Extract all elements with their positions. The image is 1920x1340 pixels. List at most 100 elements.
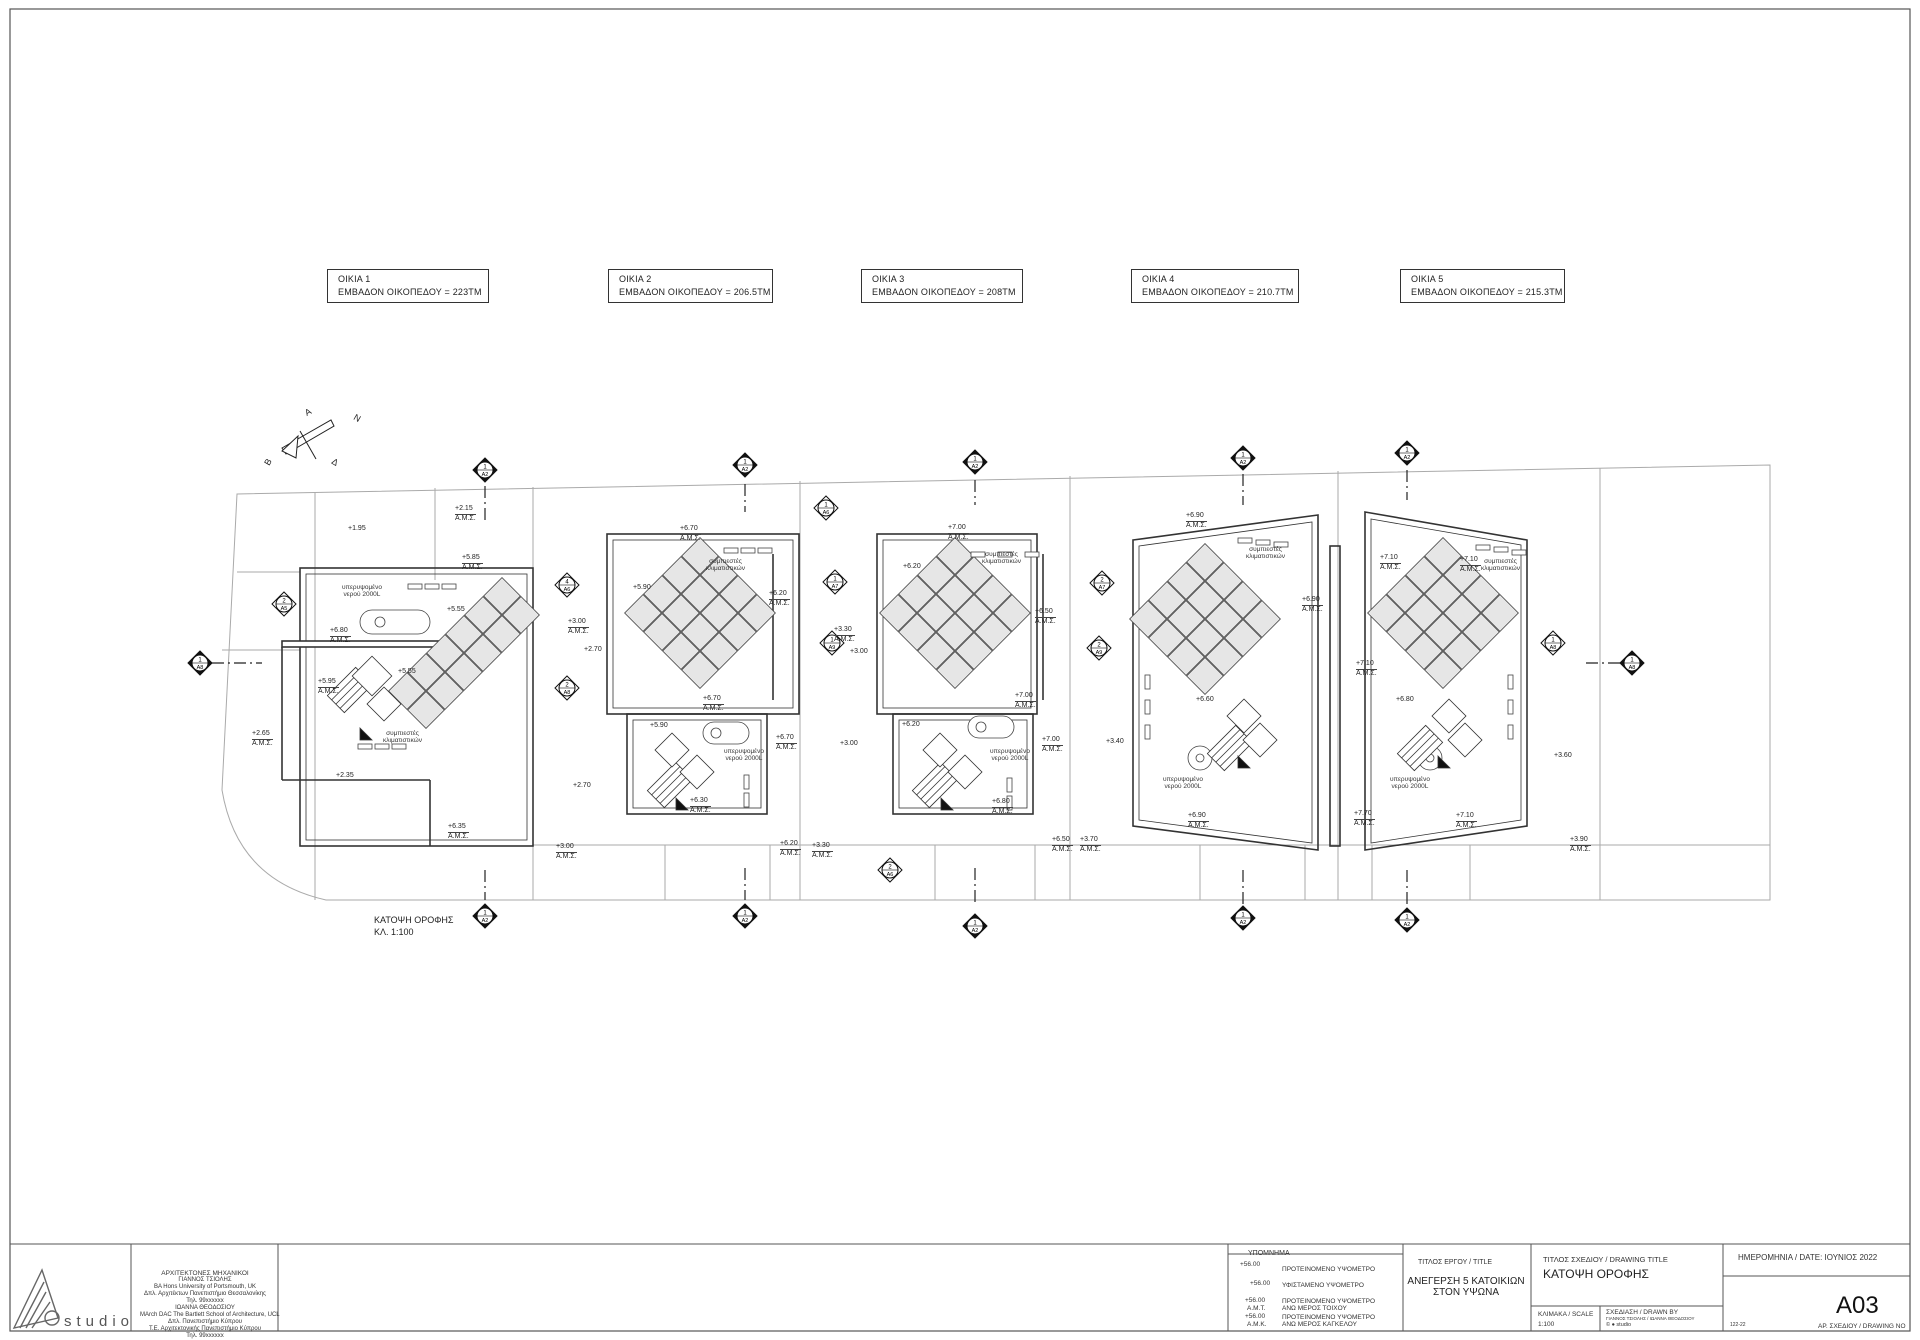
- plot-name: ΟΙΚΙΑ 2: [619, 274, 652, 284]
- solar-panel: [1186, 657, 1224, 695]
- section-marker-ref: A2: [482, 472, 489, 478]
- section-marker: 1A8: [1540, 630, 1566, 656]
- plan-scale: ΚΛ. 1:100: [374, 927, 414, 937]
- scale-value: 1:100: [1538, 1321, 1555, 1328]
- solar-panel: [700, 632, 738, 670]
- section-marker-number: 1: [743, 911, 747, 917]
- level-amt-tag: Α.Μ.Σ.: [680, 534, 701, 542]
- solar-panel: [1424, 537, 1462, 575]
- title-block-lines: [10, 1243, 1910, 1331]
- section-marker: 4A6: [554, 572, 580, 598]
- solar-panel: [662, 556, 700, 594]
- section-marker-ref: A8: [564, 690, 571, 696]
- section-marker-ref: A2: [1240, 920, 1247, 926]
- architects-line: Τ.Ε. Αρχιτεκτονικής Πανεπιστήμιο Κύπρου: [148, 1326, 262, 1332]
- section-marker-number: 4: [565, 580, 569, 586]
- level-value: +6.90: [1186, 512, 1204, 519]
- section-marker: 2A6: [877, 857, 903, 883]
- level-amt-tag: Α.Μ.Σ.: [1456, 821, 1477, 829]
- level-value: +3.00: [840, 740, 858, 747]
- reference-code: 122-22: [1730, 1322, 1746, 1328]
- level-amt-tag: Α.Μ.Σ.: [1570, 845, 1591, 853]
- solar-panel: [955, 632, 993, 670]
- section-marker: 2A5: [271, 591, 297, 617]
- plot-label-5: ΟΙΚΙΑ 5 ΕΜΒΑΔΟΝ ΟΙΚΟΠΕΔΟΥ = 215.3ΤΜ: [1400, 269, 1565, 303]
- note-ac-compressors: συμπιεστές κλιματιστικών: [1481, 558, 1520, 572]
- plot-area: ΕΜΒΑΔΟΝ ΟΙΚΟΠΕΔΟΥ = 206.5ΤΜ: [619, 287, 771, 297]
- solar-panel: [700, 556, 738, 594]
- solar-panel: [681, 613, 719, 651]
- section-marker-ref: A9: [829, 645, 836, 651]
- solar-panel: [464, 596, 502, 634]
- solar-panel: [464, 634, 502, 672]
- ac-units: [357, 537, 1527, 811]
- section-marker: 1A2: [472, 457, 498, 483]
- level-value: +7.10: [1380, 554, 1398, 561]
- legend-symbol-amt: Α.Μ.Τ.: [1247, 1305, 1266, 1312]
- level-annotation: +2.35: [336, 772, 354, 780]
- water-tanks: [359, 609, 1443, 771]
- solar-panel: [1405, 556, 1443, 594]
- section-marker-ref: A2: [482, 918, 489, 924]
- architects-line: Δπλ. Πανεπιστήμιο Κύπρου: [167, 1319, 243, 1325]
- section-marker-ref: A8: [1550, 645, 1557, 651]
- solar-panel: [1205, 600, 1243, 638]
- house-1-roof: [281, 567, 534, 847]
- plot-label-4: ΟΙΚΙΑ 4 ΕΜΒΑΔΟΝ ΟΙΚΟΠΕΔΟΥ = 210.7ΤΜ: [1131, 269, 1299, 303]
- level-amt-tag: Α.Μ.Σ.: [948, 533, 969, 541]
- section-marker-number: 1: [830, 638, 834, 644]
- section-marker-ref: A8: [197, 665, 204, 671]
- plan-caption: ΚΑΤΟΨΗ ΟΡΟΦΗΣ ΚΛ. 1:100: [374, 914, 453, 938]
- section-marker-number: 1: [973, 457, 977, 463]
- solar-panel: [662, 632, 700, 670]
- level-value: +2.15: [455, 505, 473, 512]
- level-amt-tag: Α.Μ.Σ.: [568, 627, 589, 635]
- level-annotation: +6.60: [1196, 696, 1214, 704]
- solar-panel: [1205, 562, 1243, 600]
- solar-panel: [1386, 575, 1424, 613]
- solar-panel: [1148, 581, 1186, 619]
- solar-panel: [1386, 613, 1424, 651]
- architects-line: ΓΙΑΝΝΟΣ ΤΣΙΟΛΗΣ: [178, 1277, 232, 1283]
- plot-name: ΟΙΚΙΑ 4: [1142, 274, 1175, 284]
- house-4-roof: [1132, 514, 1319, 851]
- stair-units: [326, 655, 1483, 811]
- solar-panel: [1129, 600, 1167, 638]
- section-marker-number: 1: [824, 503, 828, 509]
- level-amt-tag: Α.Μ.Σ.: [1460, 565, 1481, 573]
- level-value: +6.80: [330, 627, 348, 634]
- legend-symbol: +56.00: [1240, 1261, 1261, 1268]
- section-marker-number: 1: [743, 460, 747, 466]
- section-marker-ref: A2: [742, 918, 749, 924]
- section-marker: 1A9: [819, 630, 845, 656]
- level-value: +7.00: [948, 524, 966, 531]
- solar-panel: [955, 594, 993, 632]
- level-amt-tag: Α.Μ.Σ.: [1186, 521, 1207, 529]
- section-marker-number: 1: [198, 658, 202, 664]
- drawing-title: ΚΑΤΟΨΗ ΟΡΟΦΗΣ: [1543, 1267, 1649, 1281]
- section-marker-ref: A6: [823, 510, 830, 516]
- section-marker: 1A7: [822, 569, 848, 595]
- level-value: +6.20: [902, 721, 920, 728]
- level-annotation: +6.20: [902, 721, 920, 729]
- section-marker-number: 2: [1097, 643, 1101, 649]
- level-value: +6.70: [776, 734, 794, 741]
- level-value: +5.90: [650, 722, 668, 729]
- solar-panel: [1167, 638, 1205, 676]
- section-marker-ref: A2: [972, 464, 979, 470]
- level-value: +2.70: [584, 646, 602, 653]
- level-annotation: +3.60: [1554, 752, 1572, 760]
